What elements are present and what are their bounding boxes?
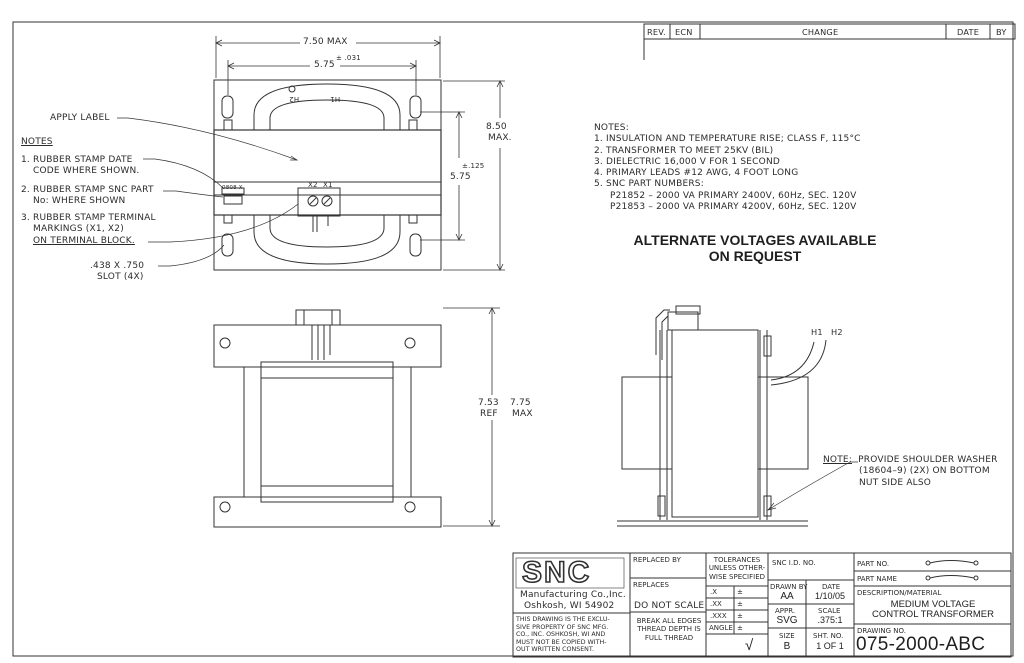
slot-count-callout: SLOT (4X) bbox=[97, 272, 144, 282]
tol-angle-label: ANGLE bbox=[709, 624, 733, 632]
approved-label: APPR. bbox=[775, 607, 796, 615]
title-block-lines bbox=[512, 552, 1012, 658]
dim-slot-spacing: 5.75 bbox=[314, 60, 335, 70]
right-notes-heading: NOTES: bbox=[594, 123, 629, 133]
terminal-x1-label: X1 bbox=[323, 181, 333, 189]
left-note-2: 2. RUBBER STAMP SNC PART No: WHERE SHOWN bbox=[21, 185, 154, 207]
left-notes: NOTES bbox=[21, 137, 53, 148]
slot-size-callout: .438 X .750 bbox=[90, 261, 145, 271]
tol-x-label: .X bbox=[710, 588, 718, 596]
apply-label-callout: APPLY LABEL bbox=[50, 113, 110, 123]
size-value: B bbox=[783, 641, 791, 652]
description-label: DESCRIPTION/MATERIAL bbox=[857, 589, 942, 597]
company-name: Manufacturing Co.,Inc. bbox=[520, 590, 626, 600]
right-note-1: 1. INSULATION AND TEMPERATURE RISE; CLAS… bbox=[594, 134, 861, 145]
leader-lines bbox=[117, 117, 299, 267]
replaces-label: REPLACES bbox=[633, 581, 669, 589]
snc-logo: SNC bbox=[521, 555, 592, 590]
proprietary-notice: THIS DRAWING IS THE EXCLU- SIVE PROPERTY… bbox=[516, 616, 610, 654]
drawing-number: 075-2000-ABC bbox=[856, 634, 986, 655]
break-edges-note: BREAK ALL EDGES THREAD DEPTH IS FULL THR… bbox=[636, 617, 702, 642]
dim-overall-width: 7.50 MAX bbox=[303, 37, 348, 47]
description-value: MEDIUM VOLTAGE CONTROL TRANSFORMER bbox=[872, 599, 994, 620]
terminal-h1-label: H1 bbox=[330, 94, 341, 103]
top-view bbox=[213, 79, 442, 271]
rev-header: REV. bbox=[647, 27, 666, 37]
approved-value: SVG bbox=[776, 615, 798, 626]
dim-overall-height: 8.50 bbox=[486, 122, 507, 132]
part-name-label: PART NAME bbox=[857, 575, 897, 583]
part-number-2: P21853 – 2000 VA PRIMARY 4200V, 60Hz, SE… bbox=[610, 201, 857, 212]
revision-block bbox=[643, 23, 1016, 60]
ecn-header: ECN bbox=[675, 27, 693, 37]
dim-ref-label: REF bbox=[480, 409, 498, 419]
drawing-no-label: DRAWING NO. bbox=[857, 627, 906, 635]
scale-label: SCALE bbox=[818, 607, 841, 615]
right-note-2: 2. TRANSFORMER TO MEET 25KV (BIL) bbox=[594, 145, 774, 156]
dim-max-height: 7.75 bbox=[510, 398, 531, 408]
date-value: 1/10/05 bbox=[814, 591, 846, 601]
by-header: BY bbox=[996, 27, 1007, 37]
surface-finish-icon: √ bbox=[745, 637, 754, 654]
right-note-5: 5. SNC PART NUMBERS: bbox=[594, 179, 704, 190]
right-note-3: 3. DIELECTRIC 16,000 V FOR 1 SECOND bbox=[594, 156, 781, 167]
do-not-scale: DO NOT SCALE bbox=[634, 601, 705, 611]
left-note-1: 1. RUBBER STAMP DATE CODE WHERE SHOWN. bbox=[21, 155, 140, 177]
dim-inner-tolerance: ±.125 bbox=[462, 162, 485, 170]
right-notes: NOTES: 1. INSULATION AND TEMPERATURE RIS… bbox=[594, 123, 861, 213]
change-header: CHANGE bbox=[802, 27, 839, 37]
shoulder-washer-note: NOTE: PROVIDE SHOULDER WASHER (18604–9) … bbox=[823, 455, 998, 488]
dim-max-label: MAX bbox=[512, 409, 533, 419]
dim-ref-height: 7.53 bbox=[478, 398, 499, 408]
tolerances-header: TOLERANCES UNLESS OTHER- WISE SPECIFIED bbox=[708, 556, 766, 581]
terminal-h2-label: H2 bbox=[289, 94, 300, 103]
tol-xx-label: .XX bbox=[710, 600, 722, 608]
tol-xxx-pm: ± bbox=[737, 612, 743, 620]
scale-value: .375:1 bbox=[817, 615, 843, 625]
drawn-by-label: DRAWN BY bbox=[770, 583, 808, 591]
side-view-leader bbox=[767, 461, 858, 511]
part-no-label: PART NO. bbox=[857, 560, 890, 568]
company-city: Oshkosh, WI 54902 bbox=[524, 601, 615, 611]
front-view-dimensions bbox=[443, 307, 500, 527]
sheet-no-label: SHT. NO. bbox=[813, 632, 844, 640]
dim-slot-tolerance: ± .031 bbox=[336, 54, 361, 62]
tol-x-pm: ± bbox=[737, 588, 743, 596]
front-view bbox=[213, 309, 442, 528]
lead-h2-label: H2 bbox=[831, 327, 843, 337]
size-label: SIZE bbox=[779, 632, 795, 640]
date-header: DATE bbox=[957, 27, 980, 37]
date-label: DATE bbox=[822, 583, 841, 591]
side-view bbox=[617, 305, 827, 527]
lead-h1-label: H1 bbox=[811, 327, 823, 337]
right-note-4: 4. PRIMARY LEADS #12 AWG, 4 FOOT LONG bbox=[594, 168, 799, 178]
dim-overall-height-max: MAX. bbox=[488, 133, 512, 143]
left-notes-heading: NOTES bbox=[21, 137, 53, 147]
left-note-3: 3. RUBBER STAMP TERMINAL MARKINGS (X1, X… bbox=[21, 213, 156, 246]
terminal-x2-label: X2 bbox=[308, 181, 318, 189]
top-view-dimensions bbox=[215, 36, 505, 271]
tol-angle-pm: ± bbox=[737, 624, 743, 632]
sheet-no-value: 1 OF 1 bbox=[816, 641, 844, 651]
snc-id-label: SNC I.D. NO. bbox=[772, 559, 816, 567]
tol-xxx-label: .XXX bbox=[710, 612, 727, 620]
replaced-by-label: REPLACED BY bbox=[633, 556, 681, 564]
drawn-by-value: AA bbox=[780, 591, 794, 602]
tol-xx-pm: ± bbox=[737, 600, 743, 608]
alternate-voltages-banner: ALTERNATE VOLTAGES AVAILABLE ON REQUEST bbox=[633, 232, 877, 264]
date-stamp: 0808-X bbox=[222, 185, 243, 191]
dim-inner-height: 5.75 bbox=[450, 172, 471, 182]
part-number-1: P21852 – 2000 VA PRIMARY 2400V, 60Hz, SE… bbox=[610, 190, 857, 201]
